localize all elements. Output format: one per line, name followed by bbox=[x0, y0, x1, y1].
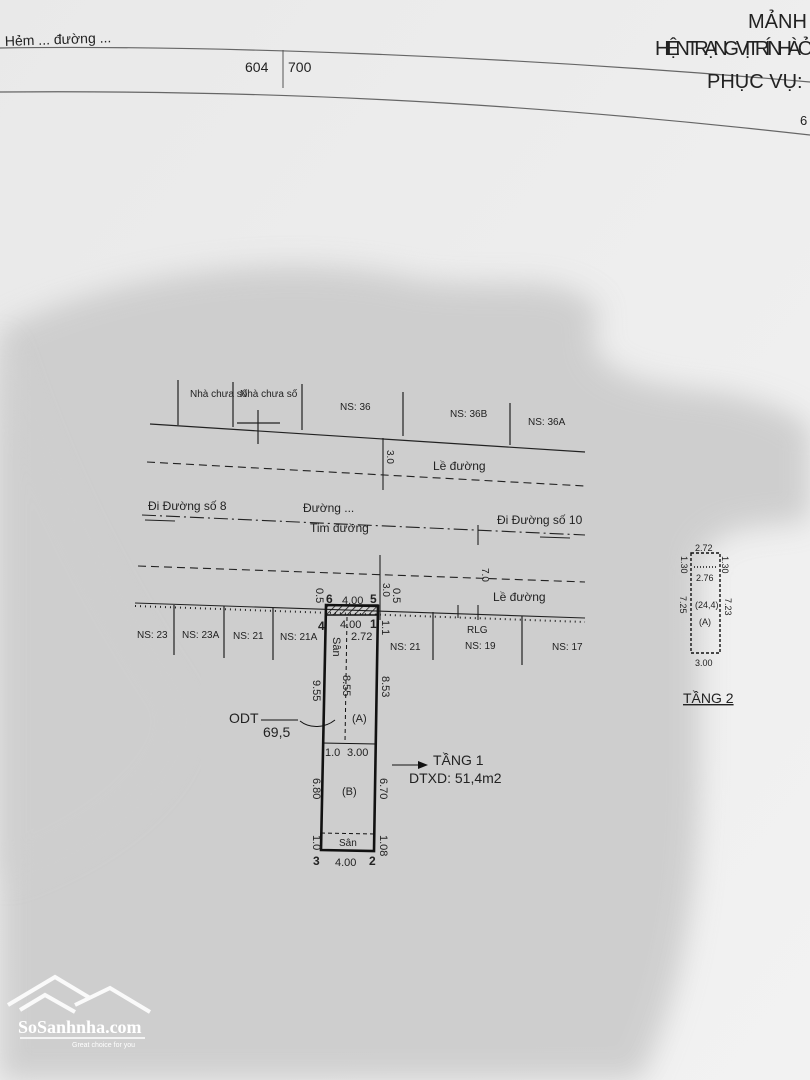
dim-mid-10: 1.0 bbox=[325, 747, 340, 759]
floor2-right-top: 1.30 bbox=[720, 556, 730, 574]
road-right-direction: Đi Đường số 10 bbox=[497, 513, 583, 527]
floor2-left: 7.25 bbox=[678, 596, 688, 614]
point-1: 1 bbox=[370, 617, 377, 631]
dim-inner-855: 8.55 bbox=[340, 675, 352, 696]
dim-right-offset: 0.5 bbox=[390, 588, 402, 603]
zone-b: (B) bbox=[342, 786, 357, 798]
san-back: Sân bbox=[339, 838, 357, 849]
sidewalk-label-bottom: Lề đường bbox=[493, 590, 546, 604]
dim-left-10: 1.0 bbox=[310, 835, 322, 850]
point-6: 6 bbox=[326, 592, 333, 606]
arrow-icon bbox=[418, 761, 428, 769]
dim-right-11: 1.1 bbox=[379, 620, 391, 635]
point-5: 5 bbox=[370, 592, 377, 606]
floor2-right: 7.23 bbox=[723, 598, 733, 616]
title-line-3: PHỤC VỤ: bbox=[707, 71, 803, 93]
sidewalk-label-top: Lề đường bbox=[433, 459, 486, 473]
land-area: 69,5 bbox=[263, 724, 290, 740]
lot-bottom-1: NS: 23 bbox=[137, 630, 168, 641]
plot-outline bbox=[261, 603, 418, 853]
header-line-top bbox=[0, 46, 810, 83]
dim-mid-300: 3.00 bbox=[347, 747, 368, 759]
watermark-brand: SoSanhnha.com bbox=[18, 1017, 142, 1037]
floor2-area: (24,4) bbox=[695, 600, 719, 610]
dim-left-680: 6.80 bbox=[310, 778, 322, 799]
road-center-label: Tim đường bbox=[310, 521, 369, 535]
point-3: 3 bbox=[313, 854, 320, 868]
shadow bbox=[0, 266, 810, 1080]
floor1-title: TẦNG 1 bbox=[433, 752, 484, 768]
lot-bottom-2: NS: 23A bbox=[182, 630, 220, 641]
floor2-top: 2.72 bbox=[695, 543, 713, 553]
map-number-1: 604 bbox=[245, 59, 269, 75]
floor1-area: DTXD: 51,4m2 bbox=[409, 770, 502, 786]
dim-bottom: 4.00 bbox=[335, 857, 356, 869]
watermark-tagline: Great choice for you bbox=[72, 1042, 135, 1049]
page-corner: 6 bbox=[800, 113, 807, 128]
lot-top-3: NS: 36 bbox=[340, 402, 371, 413]
map-number-2: 700 bbox=[288, 59, 312, 75]
zone-a: (A) bbox=[352, 713, 367, 725]
floor2-left-top: 1.30 bbox=[679, 556, 689, 574]
top-lots bbox=[149, 380, 586, 453]
dim-right-853: 8.53 bbox=[379, 676, 391, 697]
road-width: 7.0 bbox=[479, 568, 490, 582]
dim-front-inner: 4.00 bbox=[340, 619, 361, 631]
watermark-logo bbox=[6, 974, 152, 1014]
lot-bottom-4: NS: 21A bbox=[280, 632, 318, 643]
land-type: ODT bbox=[229, 710, 259, 726]
lot-bottom-5: NS: 21 bbox=[390, 642, 421, 653]
header-line-bottom bbox=[0, 91, 810, 136]
bottom-lots bbox=[173, 605, 523, 665]
lot-top-2: Nhà chưa số bbox=[240, 388, 298, 400]
san-front: Sân bbox=[330, 637, 342, 657]
floor2-zone: (A) bbox=[699, 617, 711, 627]
lot-top-4: NS: 36B bbox=[450, 409, 488, 420]
road-name: Đường ... bbox=[303, 501, 354, 515]
lot-bottom-6: NS: 19 bbox=[465, 641, 496, 652]
rlg-label: RLG bbox=[467, 625, 488, 636]
floor2-title: TẦNG 2 bbox=[683, 690, 734, 706]
header-left-text: Hẻm ... đường ... bbox=[5, 29, 112, 49]
floor2-bottom: 3.00 bbox=[695, 658, 713, 668]
dim-right-108: 1.08 bbox=[377, 835, 389, 856]
dim-left-955: 9.55 bbox=[310, 680, 322, 701]
lot-bottom-3: NS: 21 bbox=[233, 631, 264, 642]
point-2: 2 bbox=[369, 854, 376, 868]
title-line-1: MẢNH bbox=[748, 10, 807, 33]
dim-right-670: 6.70 bbox=[377, 778, 389, 799]
lot-top-1: Nhà chưa số bbox=[190, 388, 248, 400]
dim-top-front: 4.00 bbox=[342, 595, 363, 607]
point-4: 4 bbox=[318, 619, 325, 633]
lot-top-5: NS: 36A bbox=[528, 417, 566, 428]
title-line-2: HIỆN TRẠNG VỊ TRÍ NHÀ Ở bbox=[655, 36, 810, 60]
road-left-direction: Đi Đường số 8 bbox=[148, 499, 227, 513]
sidewalk-width-top: 3.0 bbox=[384, 450, 395, 464]
dim-width-272: 2.72 bbox=[351, 631, 372, 643]
lot-bottom-7: NS: 17 bbox=[552, 642, 583, 653]
floor2-outline bbox=[690, 552, 721, 654]
floor2-inner: 2.76 bbox=[696, 573, 714, 583]
dim-left-offset: 0.5 bbox=[313, 588, 325, 603]
shadow-left bbox=[0, 330, 184, 880]
sidewalk-width-bottom: 3.0 bbox=[380, 583, 391, 597]
